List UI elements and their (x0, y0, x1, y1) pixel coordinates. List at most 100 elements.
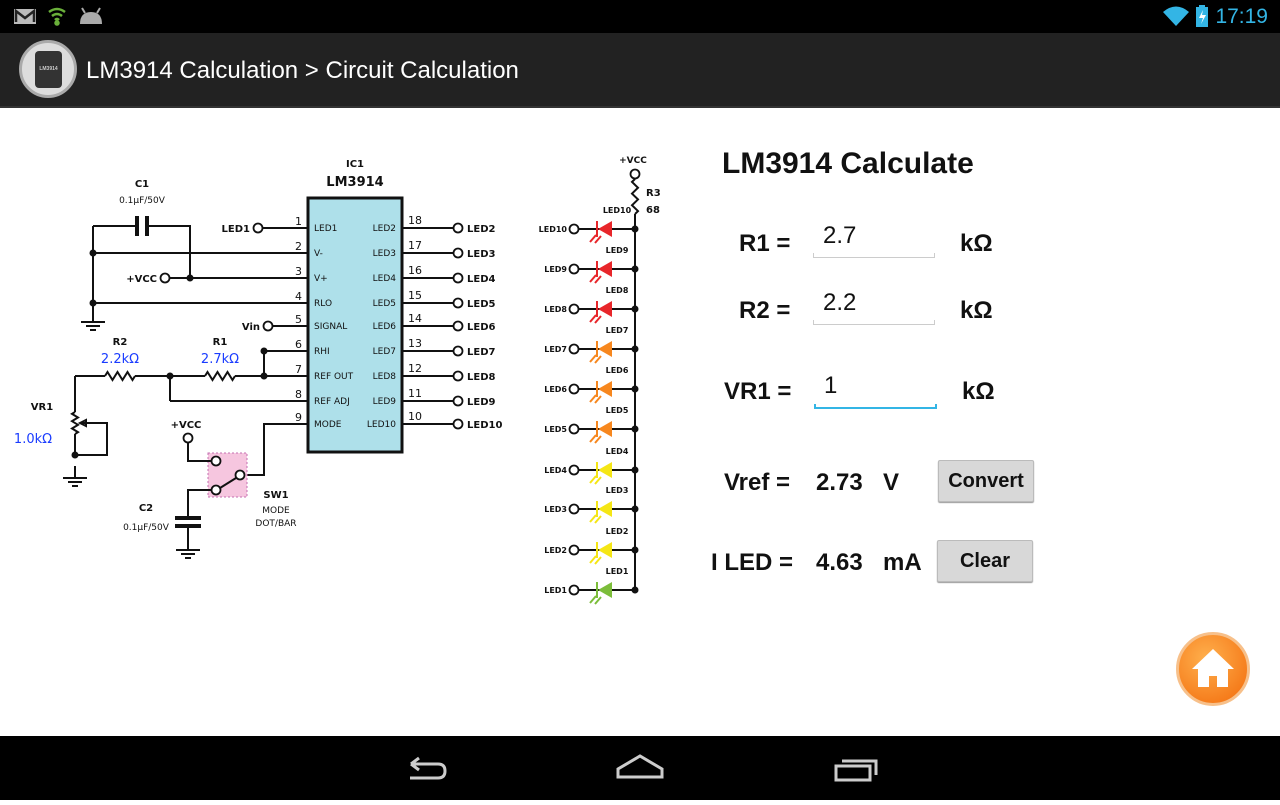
r2-ref: R2 (113, 337, 128, 348)
led-label: LED6 (606, 366, 629, 375)
pin-label: LED4 (373, 274, 397, 284)
led-light-icon (589, 555, 602, 565)
clear-button[interactable]: Clear (937, 540, 1033, 582)
pin-label: LED6 (373, 322, 397, 332)
pin-number: 17 (408, 239, 422, 252)
led-terminal-label: LED1 (544, 586, 567, 595)
led-diode (598, 462, 612, 478)
recents-button[interactable] (834, 759, 878, 782)
c2-ref: C2 (139, 503, 153, 514)
junction-dot (260, 372, 268, 380)
wifi-icon (1163, 6, 1189, 26)
vref-unit: V (883, 469, 900, 496)
led-bar (596, 542, 598, 558)
terminal-label: LED6 (467, 322, 496, 333)
r3-ref: R3 (646, 188, 661, 199)
led-terminal (568, 343, 580, 355)
pin-number: 13 (408, 337, 422, 350)
led-light-icon (589, 595, 602, 605)
led-diode (598, 261, 612, 277)
terminal-label: Vin (242, 322, 260, 333)
switch-lever (219, 477, 237, 489)
r2-input[interactable] (813, 289, 935, 317)
led-terminal (568, 503, 580, 515)
r1-underline (813, 253, 935, 258)
r1-unit: kΩ (960, 230, 993, 257)
pin-label: LED7 (373, 347, 396, 357)
led-terminal (452, 297, 464, 309)
pin-number: 14 (408, 312, 422, 325)
led-terminal (568, 223, 580, 235)
led-terminal (568, 303, 580, 315)
pin-number: 11 (408, 387, 422, 400)
potentiometer-vr1 (70, 411, 80, 435)
led-terminal (568, 263, 580, 275)
pin-number: 1 (295, 215, 302, 228)
pin-number: 15 (408, 289, 422, 302)
junction-dot (631, 345, 639, 353)
led-diode (598, 341, 612, 357)
terminal (159, 272, 171, 284)
led-diode (598, 542, 612, 558)
r2-underline (813, 320, 935, 325)
vr1-input[interactable] (814, 372, 937, 400)
pin-number: 7 (295, 363, 302, 376)
led-diode (598, 501, 612, 517)
clock: 17:19 (1215, 5, 1268, 28)
led-bar (596, 221, 598, 237)
terminal-label: LED9 (467, 397, 496, 408)
back-button[interactable] (410, 756, 447, 780)
led-terminal (452, 395, 464, 407)
pot-wiper (75, 422, 108, 456)
home-button[interactable] (1176, 632, 1250, 706)
home-nav-button[interactable] (616, 754, 664, 779)
r2-unit: kΩ (960, 297, 993, 324)
vref-label: Vref = (724, 469, 791, 496)
led-label: LED10 (603, 206, 632, 215)
pin-number: 5 (295, 313, 302, 326)
led-light-icon (589, 514, 602, 524)
led-terminal (452, 320, 464, 332)
r1-input[interactable] (813, 222, 935, 250)
r2-label: R2 = (739, 297, 791, 324)
chip-logo: LM3914 (35, 51, 62, 88)
junction-dot (631, 385, 639, 393)
led-label: LED5 (606, 406, 629, 415)
led-terminal (452, 222, 464, 234)
junction-dot (631, 225, 639, 233)
terminal-label: LED2 (467, 224, 496, 235)
pin-label: V- (314, 249, 323, 259)
led-bar (596, 582, 598, 598)
vcc-label: +VCC (171, 420, 202, 431)
led-label: LED3 (606, 486, 629, 495)
page-title: LM3914 Calculation > Circuit Calculation (86, 57, 519, 84)
led-terminal (568, 544, 580, 556)
resistor-r1 (204, 370, 236, 382)
r2-value: 2.2kΩ (101, 352, 139, 367)
terminal-label: LED1 (222, 224, 251, 235)
app-icon[interactable]: LM3914 (19, 40, 77, 98)
junction-dot (631, 586, 639, 594)
led-terminal (568, 423, 580, 435)
pin-number: 3 (295, 265, 302, 278)
junction-dot (631, 505, 639, 513)
pin-number: 8 (295, 388, 302, 401)
led-diode (598, 221, 612, 237)
pin-label: REF ADJ (314, 397, 350, 407)
vr1-underline (814, 404, 937, 409)
led-light-icon (589, 475, 602, 485)
pin-label: RLO (314, 299, 332, 309)
wire (187, 489, 212, 517)
pin-label: MODE (314, 420, 342, 430)
resistor-r2 (104, 370, 136, 382)
led-terminal (452, 345, 464, 357)
led-terminal (568, 584, 580, 596)
terminal-label: LED7 (467, 347, 496, 358)
terminal-label: +VCC (126, 274, 157, 285)
pin-label: LED10 (367, 420, 396, 430)
junction-dot (631, 305, 639, 313)
led-bar (596, 341, 598, 357)
convert-button[interactable]: Convert (938, 460, 1034, 502)
junction-dot (631, 546, 639, 554)
led-bar (596, 261, 598, 277)
